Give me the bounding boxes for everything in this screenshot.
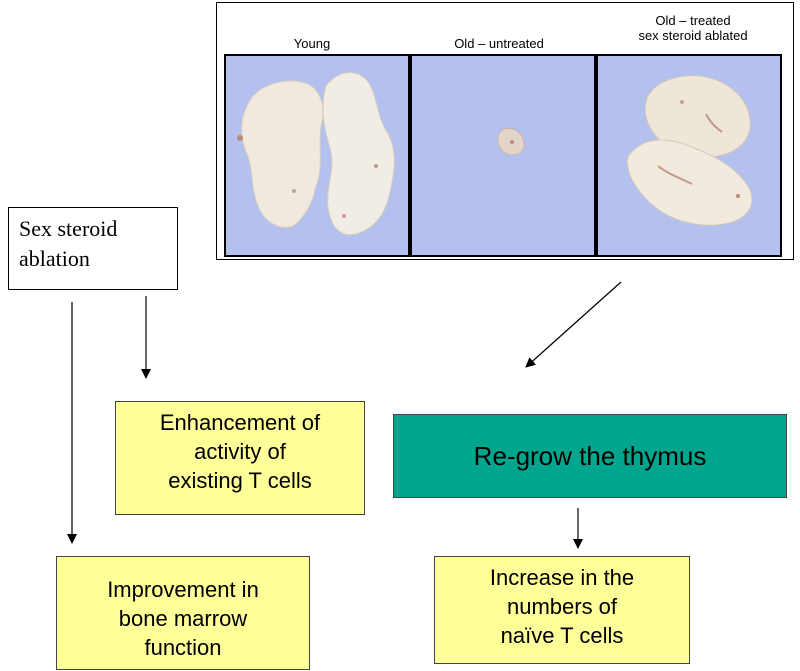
- increase-line1: Increase in the: [489, 565, 635, 590]
- panel-label-old-treated-line2: sex steroid ablated: [638, 28, 748, 43]
- panel-old-untreated: [410, 54, 596, 257]
- young-thymus-image: [237, 72, 395, 236]
- panel-label-old-treated-line1: Old – treated: [655, 13, 731, 28]
- panel-young: [224, 54, 410, 257]
- increase-line2: numbers of: [506, 594, 618, 619]
- sex-steroid-ablation-box: Sex steroid ablation: [8, 207, 178, 290]
- increase-box: Increase in the numbers of naïve T cells: [434, 556, 690, 664]
- old-untreated-thymus-image: [497, 127, 525, 156]
- regrow-thymus-text: Re-grow the thymus: [473, 440, 707, 471]
- increase-line3: naïve T cells: [500, 623, 624, 648]
- panel-old-treated: [596, 54, 782, 257]
- panel-label-old-untreated: Old – untreated: [406, 36, 592, 51]
- improvement-line1: Improvement in: [107, 577, 259, 602]
- improvement-line2: bone marrow: [118, 606, 248, 631]
- enhancement-line1: Enhancement of: [159, 410, 321, 435]
- sex-steroid-line1: Sex steroid: [19, 216, 118, 241]
- enhancement-line3: existing T cells: [168, 468, 312, 493]
- sex-steroid-line2: ablation: [19, 246, 90, 271]
- old-treated-thymus-image: [626, 75, 753, 226]
- panel-label-young: Young: [219, 36, 405, 51]
- improvement-line3: function: [144, 635, 222, 660]
- improvement-box: Improvement in bone marrow function: [56, 556, 310, 670]
- panel-label-old-treated: Old – treated sex steroid ablated: [593, 13, 793, 43]
- enhancement-line2: activity of: [194, 439, 286, 464]
- enhancement-box: Enhancement of activity of existing T ce…: [115, 401, 365, 515]
- panel-label-young-text: Young: [293, 36, 331, 51]
- regrow-thymus-box: Re-grow the thymus: [393, 414, 787, 498]
- panel-label-old-untreated-text: Old – untreated: [454, 36, 544, 51]
- thymus-photo-figure: Young Old – untreated Old – treated sex …: [216, 2, 794, 260]
- arrow-to-regrow: [525, 281, 622, 368]
